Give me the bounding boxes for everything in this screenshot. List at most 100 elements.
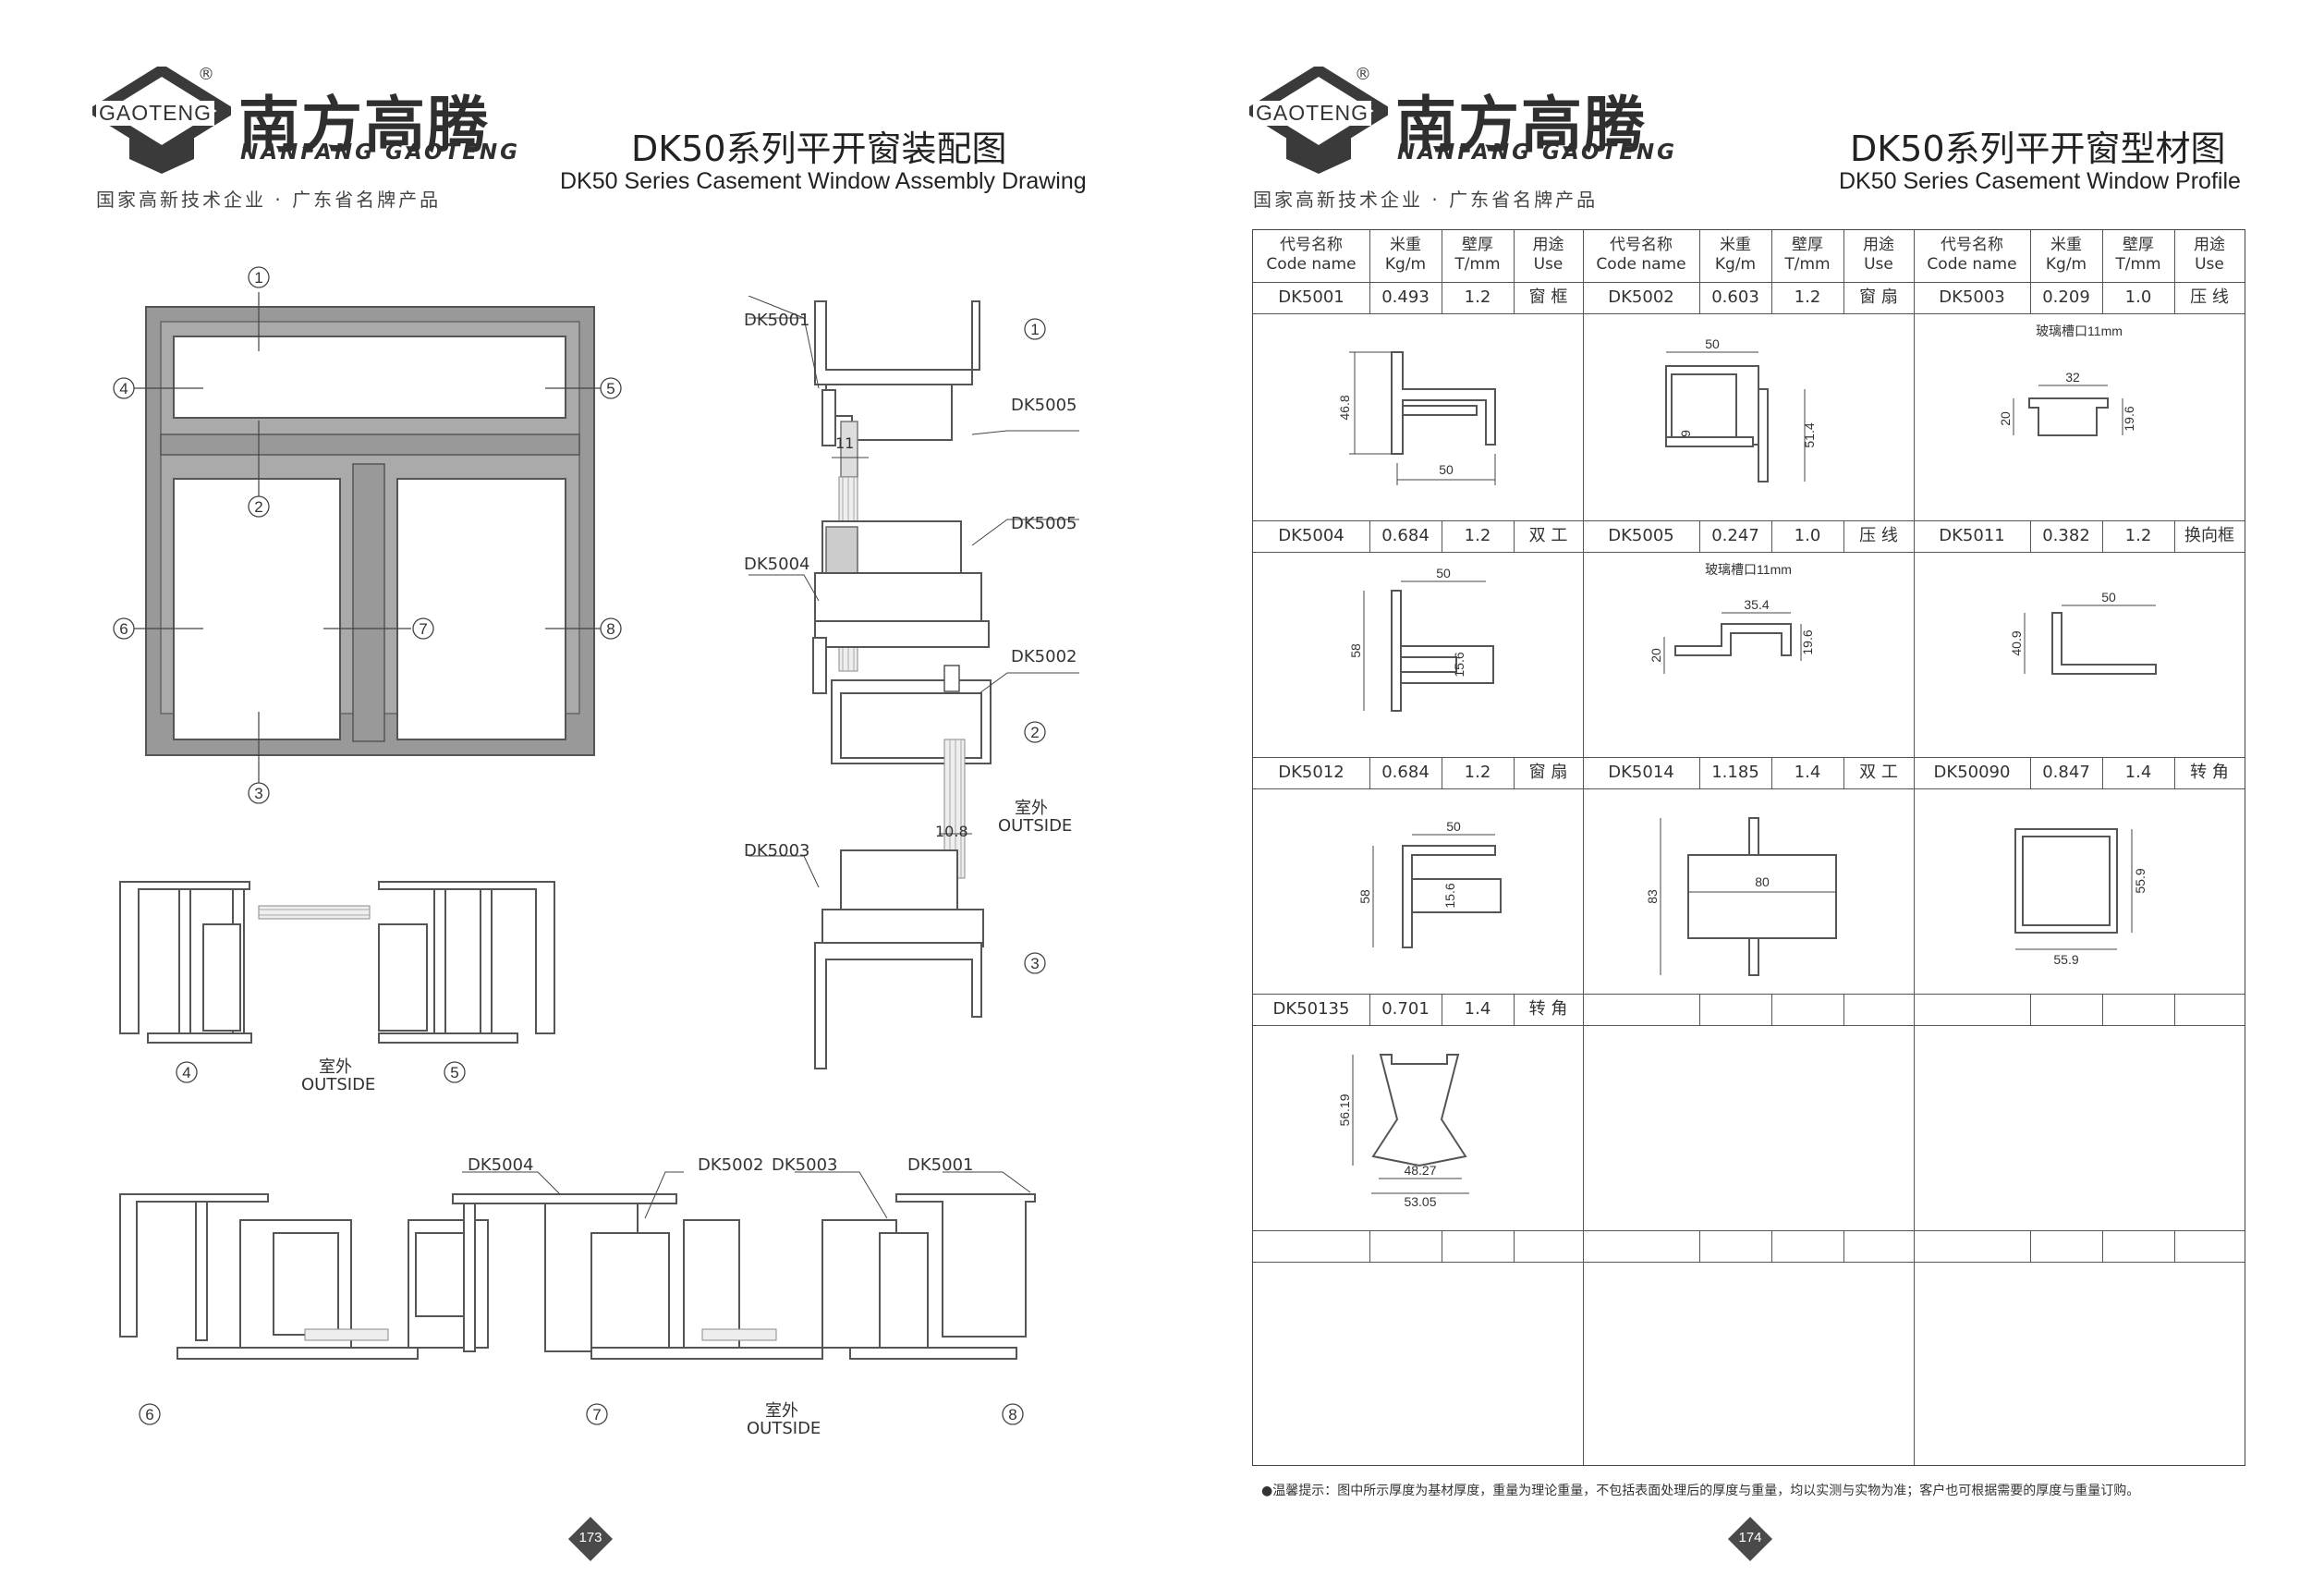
section-callout-7: 7 (586, 1403, 608, 1425)
label-dk5001-top: DK5001 (744, 311, 810, 330)
section-callout-1: 1 (1024, 318, 1046, 340)
section-callout-4: 4 (176, 1061, 198, 1083)
svg-text:4: 4 (182, 1064, 190, 1081)
svg-text:4: 4 (119, 380, 128, 397)
svg-text:80: 80 (1755, 874, 1770, 889)
horizontal-section-6-7-8: 6 7 8 (119, 1171, 1036, 1425)
registered-mark: ® (198, 65, 214, 84)
callout-5: 5 (600, 377, 622, 399)
callout-3: 3 (248, 782, 270, 804)
label-outside-en-45: OUTSIDE (301, 1075, 376, 1094)
profile-dk5004: 50 58 15.6 (1348, 566, 1494, 712)
label-outside-en-678: OUTSIDE (747, 1419, 821, 1438)
svg-text:2: 2 (1030, 724, 1039, 741)
logo-text: GAOTENG (96, 101, 215, 126)
footnote: ●温馨提示：图中所示厚度为基材厚度，重量为理论重量，不包括表面处理后的厚度与重量… (1261, 1484, 2140, 1498)
left-page-title-cn: DK50系列平开窗装配图 (631, 128, 1007, 169)
profile-dk50090: 55.9 55.9 (2014, 828, 2148, 967)
profile-dk5005: 玻璃槽口11mm 35.4 20 19.6 (1649, 562, 1815, 674)
svg-text:玻璃槽口11mm: 玻璃槽口11mm (1705, 562, 1792, 577)
left-page-title-en: DK50 Series Casement Window Assembly Dra… (560, 168, 1087, 194)
callout-6: 6 (113, 617, 135, 640)
callout-4: 4 (113, 377, 135, 399)
svg-text:46.8: 46.8 (1337, 395, 1352, 420)
section-callout-6: 6 (139, 1403, 161, 1425)
svg-text:15.6: 15.6 (1452, 652, 1466, 677)
svg-text:8: 8 (606, 620, 614, 638)
registered-mark-right: ® (1355, 65, 1371, 84)
svg-text:玻璃槽口11mm: 玻璃槽口11mm (2036, 324, 2123, 338)
svg-text:20: 20 (1998, 411, 2013, 426)
label-dk5002-mid: DK5002 (1011, 647, 1077, 666)
brand-name-cn-right: 南方高腾 (1395, 90, 1647, 161)
svg-text:7: 7 (419, 620, 427, 638)
brand-name-pinyin: NANFANG GAOTENG (240, 140, 521, 165)
logo-text-right: GAOTENG (1253, 101, 1372, 126)
callout-1: 1 (248, 266, 270, 288)
svg-text:19.6: 19.6 (2122, 406, 2136, 431)
gaoteng-logo-icon (1249, 67, 1388, 174)
brand-name-pinyin-right: NANFANG GAOTENG (1397, 140, 1678, 165)
svg-text:50: 50 (1446, 819, 1461, 834)
callout-2: 2 (248, 495, 270, 518)
label-glass-108: 10.8 (935, 823, 968, 840)
svg-text:35.4: 35.4 (1744, 597, 1769, 612)
page-number-left: 173 (578, 1530, 602, 1545)
svg-text:55.9: 55.9 (2053, 952, 2078, 967)
callout-8: 8 (600, 617, 622, 640)
svg-text:6: 6 (145, 1406, 153, 1423)
svg-text:50: 50 (1436, 566, 1451, 580)
svg-text:20: 20 (1649, 648, 1663, 663)
svg-text:50: 50 (1439, 462, 1454, 477)
window-elevation-drawing: 1 4 5 2 6 7 8 3 (113, 266, 622, 804)
svg-text:50: 50 (1705, 336, 1720, 351)
label-outside-en-section: OUTSIDE (998, 816, 1073, 836)
section-callout-8: 8 (1002, 1403, 1024, 1425)
section-callout-3: 3 (1024, 952, 1046, 974)
svg-text:5: 5 (450, 1064, 458, 1081)
label-dk5002-bottom: DK5002 (698, 1155, 764, 1175)
right-page-title-en: DK50 Series Casement Window Profile (1839, 168, 2241, 194)
svg-text:55.9: 55.9 (2133, 868, 2148, 893)
label-dk5003-bottom2: DK5003 (772, 1155, 838, 1175)
label-dk5004-mid: DK5004 (744, 555, 810, 574)
svg-text:48.27: 48.27 (1404, 1163, 1436, 1178)
section-callout-5: 5 (444, 1061, 466, 1083)
right-page-title-cn: DK50系列平开窗型材图 (1850, 128, 2226, 169)
profile-dk5002: 50 51.4 9 (1665, 336, 1817, 483)
svg-text:7: 7 (592, 1406, 601, 1423)
brand-name-cn: 南方高腾 (238, 90, 490, 161)
label-dk5004-bottom: DK5004 (468, 1155, 534, 1175)
profile-dk5001: 46.8 50 (1337, 351, 1496, 485)
svg-text:40.9: 40.9 (2009, 630, 2024, 655)
svg-text:3: 3 (1030, 955, 1039, 972)
brand-tagline-right: 国家高新技术企业 · 广东省名牌产品 (1253, 189, 1599, 211)
callout-7: 7 (412, 617, 434, 640)
svg-text:1: 1 (254, 269, 262, 287)
svg-text:53.05: 53.05 (1404, 1194, 1436, 1209)
label-outside-cn-section: 室外 (1015, 799, 1048, 818)
svg-text:6: 6 (119, 620, 128, 638)
svg-text:50: 50 (2101, 590, 2116, 605)
svg-text:3: 3 (254, 785, 262, 802)
section-callout-2: 2 (1024, 721, 1046, 743)
profile-dk5011: 50 40.9 (2009, 590, 2157, 675)
profile-dk50135: 56.19 48.27 53.05 (1337, 1054, 1469, 1209)
page-number-right: 174 (1738, 1530, 1762, 1545)
svg-text:9: 9 (1678, 430, 1693, 437)
svg-text:56.19: 56.19 (1337, 1093, 1352, 1126)
svg-text:32: 32 (2065, 370, 2080, 385)
label-outside-cn-45: 室外 (319, 1057, 352, 1077)
profile-dk5012: 50 58 15.6 (1357, 819, 1502, 948)
svg-text:2: 2 (254, 498, 262, 516)
profile-dk5014: 80 83 (1645, 817, 1837, 976)
horizontal-section-4-5: 4 5 (119, 881, 555, 1083)
